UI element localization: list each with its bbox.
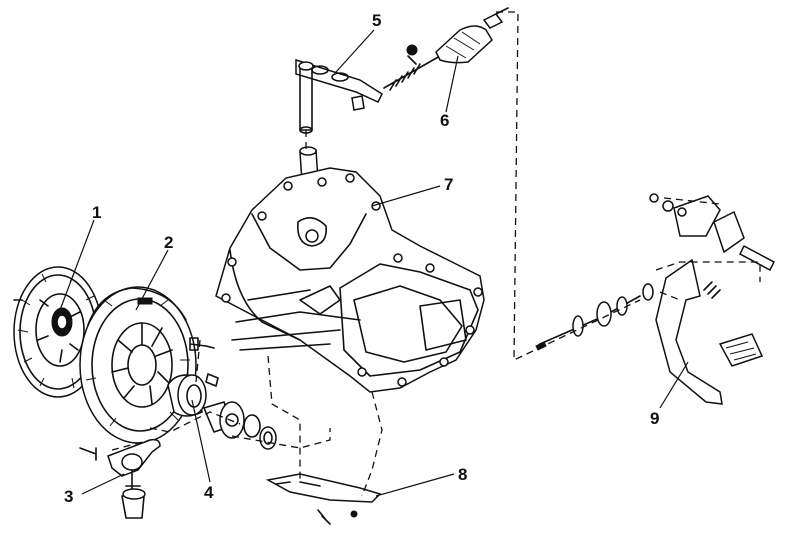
- transmission-housing: [215, 167, 485, 393]
- clutch-pedal: [535, 193, 775, 405]
- lower-cover-plate: [265, 473, 382, 525]
- callout-7: 7: [444, 175, 453, 194]
- callout-4: 4: [204, 483, 214, 502]
- callout-3: 3: [64, 487, 73, 506]
- leader-lines: [59, 29, 689, 497]
- release-fork: [79, 438, 161, 519]
- callout-1: 1: [92, 203, 101, 222]
- clutch-cable: [383, 7, 509, 91]
- callout-6: 6: [440, 111, 449, 130]
- callout-labels: 1 2 3 4 5 6 7 8 9: [64, 11, 659, 506]
- callout-5: 5: [372, 11, 381, 30]
- callout-9: 9: [650, 409, 659, 428]
- callout-2: 2: [164, 233, 173, 252]
- dashed-alignment-lines: [111, 11, 761, 497]
- pressure-plate: [79, 286, 197, 444]
- callout-8: 8: [458, 465, 467, 484]
- release-lever: [295, 44, 418, 183]
- release-bearing: [167, 337, 277, 450]
